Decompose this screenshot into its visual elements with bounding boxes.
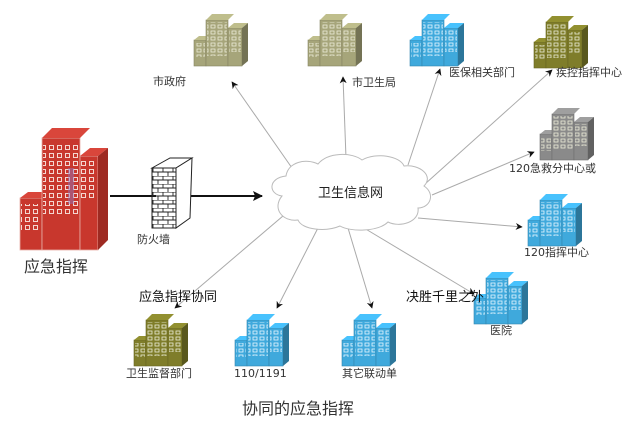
node-label-police-110: 110/1191: [234, 367, 287, 380]
node-label-medical-insurance: 医保相关部门: [449, 66, 515, 79]
node-label-emergency-120-branch: 120急救分中心或: [509, 162, 596, 175]
building-icon-medical-insurance: [409, 14, 464, 67]
building-icon-city-health-bureau: [307, 14, 362, 67]
node-label-city-gov: 市政府: [153, 75, 186, 88]
overlay-text-victory: 决胜千里之外: [406, 290, 485, 305]
edge-hospital: [363, 227, 475, 295]
node-label-health-supervision: 卫生监督部门: [126, 367, 192, 380]
edge-emergency-120-branch: [431, 151, 535, 196]
overlay-text-collaboration: 应急指挥协同: [139, 290, 218, 305]
edge-other-units: [347, 227, 374, 309]
edge-city-health-bureau: [339, 76, 347, 159]
connections: [174, 68, 553, 309]
building-icon-cdc-command: [533, 16, 588, 69]
building-icon-health-supervision: [133, 314, 188, 367]
node-label-hospital: 医院: [490, 324, 512, 337]
node-label-command-120: 120指挥中心: [524, 246, 589, 259]
source-label: 应急指挥: [24, 257, 89, 276]
node-label-city-health-bureau: 市卫生局: [352, 76, 396, 89]
source-building-icon: [19, 128, 108, 251]
hub-cloud: [271, 154, 432, 231]
diagram-title: 协同的应急指挥: [242, 399, 355, 418]
building-icon-city-gov: [193, 14, 248, 67]
building-icon-emergency-120-branch: [539, 108, 594, 161]
node-label-other-units: 其它联动单: [342, 367, 397, 380]
edge-cdc-command: [424, 69, 553, 185]
building-icon-hospital: [473, 272, 528, 325]
edge-health-supervision: [174, 209, 291, 309]
edge-city-gov: [231, 81, 293, 169]
node-label-cdc-command: 疾控指挥中心: [556, 66, 622, 79]
firewall-icon: [150, 157, 194, 229]
edge-police-110: [276, 223, 321, 309]
hub-label: 卫生信息网: [318, 186, 384, 201]
edge-medical-insurance: [407, 68, 442, 166]
building-icon-other-units: [341, 314, 396, 367]
building-icon-command-120: [527, 194, 582, 247]
building-icon-police-110: [234, 314, 289, 367]
edge-command-120: [417, 217, 523, 230]
firewall-label: 防火墙: [137, 233, 170, 246]
